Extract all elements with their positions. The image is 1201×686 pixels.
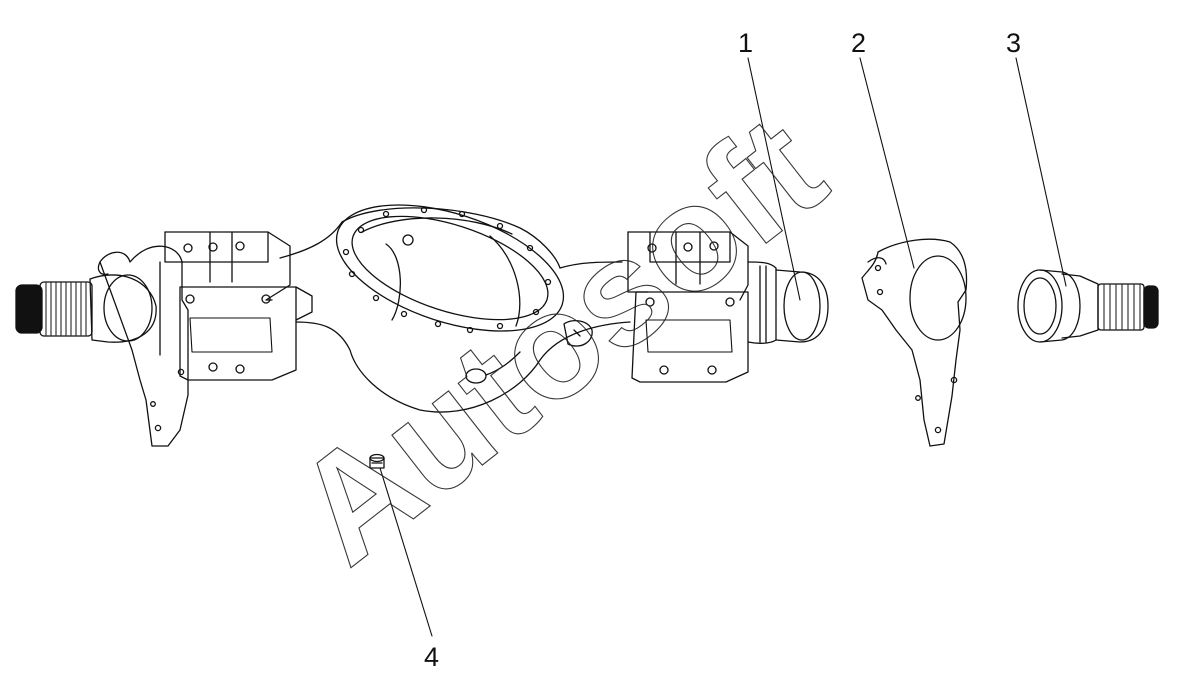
right-spring-seat <box>627 231 749 383</box>
left-spline-shaft <box>15 261 161 356</box>
banjo-bowl <box>279 204 631 413</box>
leader-line-4 <box>379 467 433 637</box>
callout-number-4: 4 <box>424 642 439 672</box>
leader-line-3 <box>1015 57 1067 287</box>
left-spring-seat <box>164 231 313 381</box>
leader-line-1 <box>747 57 801 301</box>
watermark-text: Autosoft <box>264 83 853 595</box>
left-flange <box>97 245 189 447</box>
axle-housing <box>15 204 829 447</box>
plug <box>369 453 385 469</box>
axle-spindle <box>1017 269 1159 343</box>
right-stub-journal <box>747 261 829 344</box>
leader-line-2 <box>859 57 915 269</box>
leader-lines <box>379 57 1067 637</box>
callout-number-3: 3 <box>1006 28 1021 58</box>
callout-number-2: 2 <box>851 28 866 58</box>
brake-flange-plate <box>861 238 968 447</box>
callout-number-1: 1 <box>738 28 753 58</box>
